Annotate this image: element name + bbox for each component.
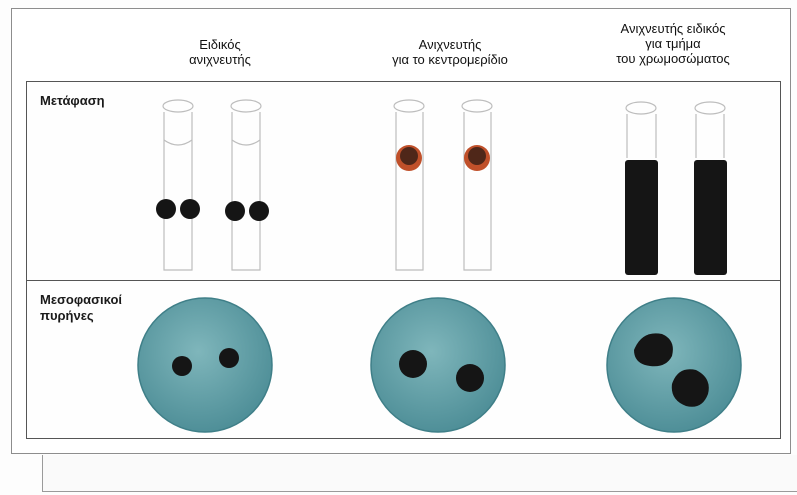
chromosome-tip [163,100,193,112]
painted-chromosome-arm [625,160,658,275]
interphase-nucleus-1 [138,298,272,432]
chromosome-tip [695,102,725,114]
metaphase-chromosome-pair-1 [163,100,261,270]
chromosome-body [696,114,724,158]
metaphase-signals-segment [625,160,727,275]
probe-signal [225,201,245,221]
chromosome-body [232,112,260,270]
chromosome-tip [626,102,656,114]
probe-signal [399,350,427,378]
metaphase-chromosome-pair-2 [394,100,492,270]
interphase-nucleus-2 [371,298,505,432]
centromere-signal-core [468,147,486,165]
probe-signal [156,199,176,219]
nucleus [138,298,272,432]
metaphase-chromosome-pair-3 [626,102,725,158]
painted-chromosome-arm [694,160,727,275]
probe-signal [172,356,192,376]
chromosome-tip [394,100,424,112]
probe-signal [180,199,200,219]
interphase-nucleus-3 [607,298,741,432]
centromere-constriction [232,140,260,145]
metaphase-signals-specific [156,199,269,221]
chromosome-body [464,112,491,270]
probe-signal [249,201,269,221]
probe-signal [456,364,484,392]
chromosome-body [396,112,423,270]
nucleus [371,298,505,432]
chromosome-tip [231,100,261,112]
centromere-constriction [164,140,192,145]
nucleus [607,298,741,432]
centromere-signal-core [400,147,418,165]
metaphase-signals-centromere [396,145,490,171]
chromosome-tip [462,100,492,112]
chromosome-body [627,114,656,158]
chromosome-body [164,112,192,270]
probe-signal [219,348,239,368]
